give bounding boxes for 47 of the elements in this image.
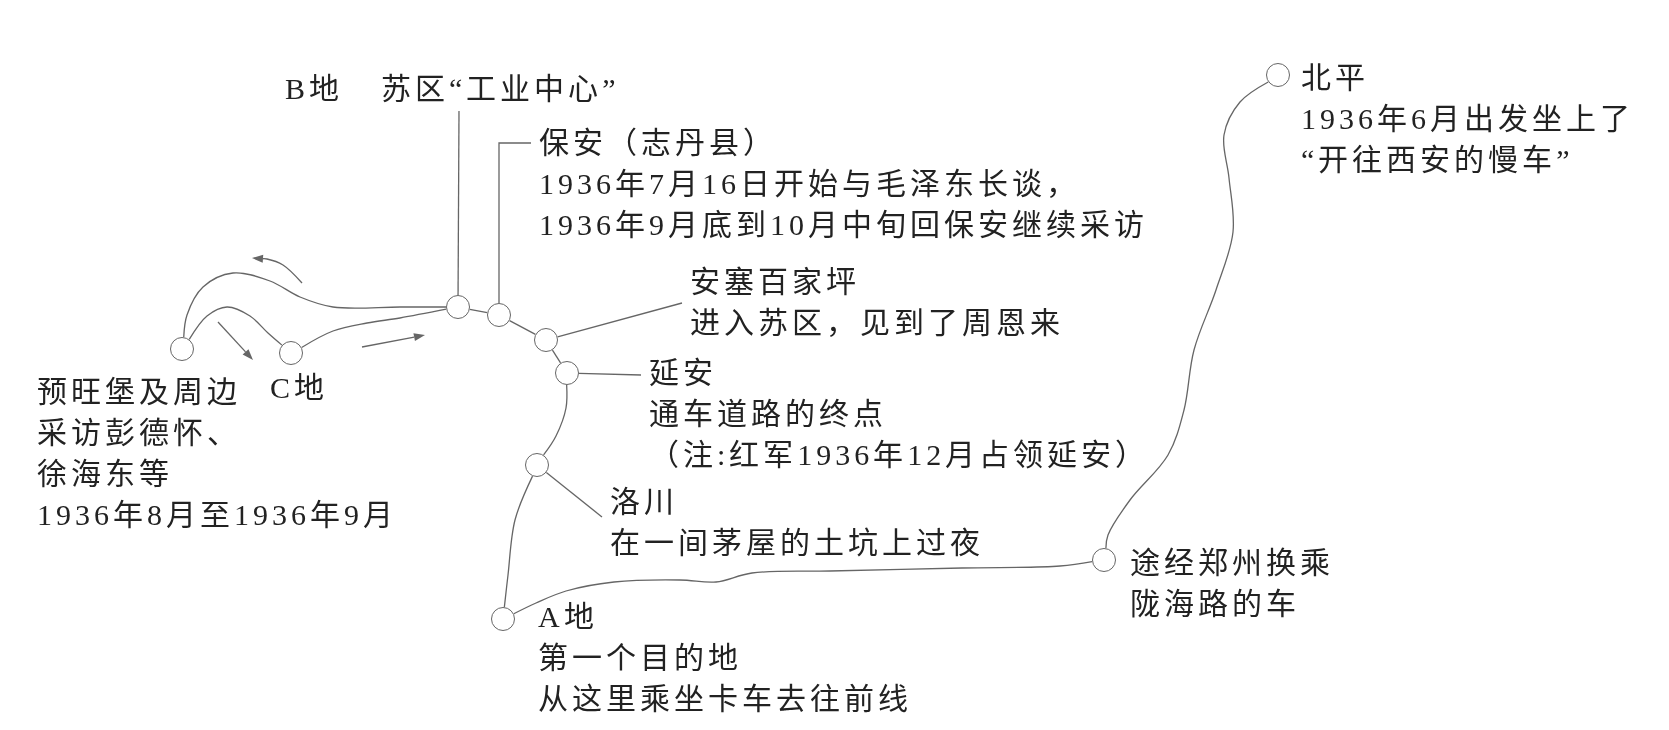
- route-line: [508, 320, 537, 335]
- location-marker-icon: [534, 328, 558, 352]
- location-marker-icon: [487, 303, 511, 327]
- route-line: [542, 384, 568, 456]
- location-marker-icon: [1266, 63, 1290, 87]
- route-line: [551, 349, 562, 364]
- leader-line: [498, 142, 532, 304]
- place-name: 途经郑州换乘陇海路的车: [1130, 545, 1335, 622]
- location-marker-icon: [525, 453, 549, 477]
- place-note: （注:红军1936年12月占领延安）: [649, 437, 1150, 473]
- place-name: 安塞百家坪: [690, 264, 860, 300]
- place-note: 在一间茅屋的土坑上过夜: [610, 525, 984, 561]
- place-note: 1936年9月底到10月中旬回保安继续采访: [539, 207, 1148, 243]
- place-name: A地: [538, 599, 598, 635]
- location-marker-icon: [279, 341, 303, 365]
- leader-line: [578, 372, 642, 376]
- leader-line: [556, 302, 683, 338]
- place-name: 洛川: [610, 484, 678, 520]
- route-line: [301, 308, 447, 349]
- place-note: 1936年7月16日开始与毛泽东长谈，: [539, 166, 1080, 202]
- place-name: 北平: [1301, 60, 1369, 96]
- route-line: [188, 306, 283, 346]
- location-marker-icon: [170, 337, 194, 361]
- location-marker-icon: [1092, 548, 1116, 572]
- route-line: [513, 560, 1093, 615]
- place-name: 保安（志丹县）: [539, 125, 777, 161]
- place-note: 苏区“工业中心”: [381, 71, 620, 107]
- place-name: 延安: [649, 355, 717, 391]
- place-note: 采访彭德怀、徐海东等: [37, 415, 242, 492]
- leader-line: [545, 471, 603, 518]
- leader-line: [457, 110, 460, 296]
- place-name: C地: [270, 370, 328, 406]
- location-marker-icon: [446, 295, 470, 319]
- place-note: 从这里乘坐卡车去往前线: [538, 681, 912, 717]
- route-line: [183, 272, 447, 338]
- route-line: [469, 308, 488, 314]
- location-marker-icon: [555, 361, 579, 385]
- place-note: 通车道路的终点: [649, 396, 887, 432]
- route-line: [503, 475, 534, 608]
- location-marker-icon: [491, 607, 515, 631]
- place-note: 1936年8月至1936年9月: [37, 497, 397, 533]
- place-note: 进入苏区，见到了周恩来: [690, 305, 1064, 341]
- route-line: [1105, 81, 1269, 549]
- place-note: 1936年6月出发坐上了“开往西安的慢车”: [1301, 101, 1635, 178]
- place-note: 第一个目的地: [538, 640, 742, 676]
- place-name: 预旺堡及周边: [37, 374, 241, 410]
- place-name: B地: [285, 71, 343, 107]
